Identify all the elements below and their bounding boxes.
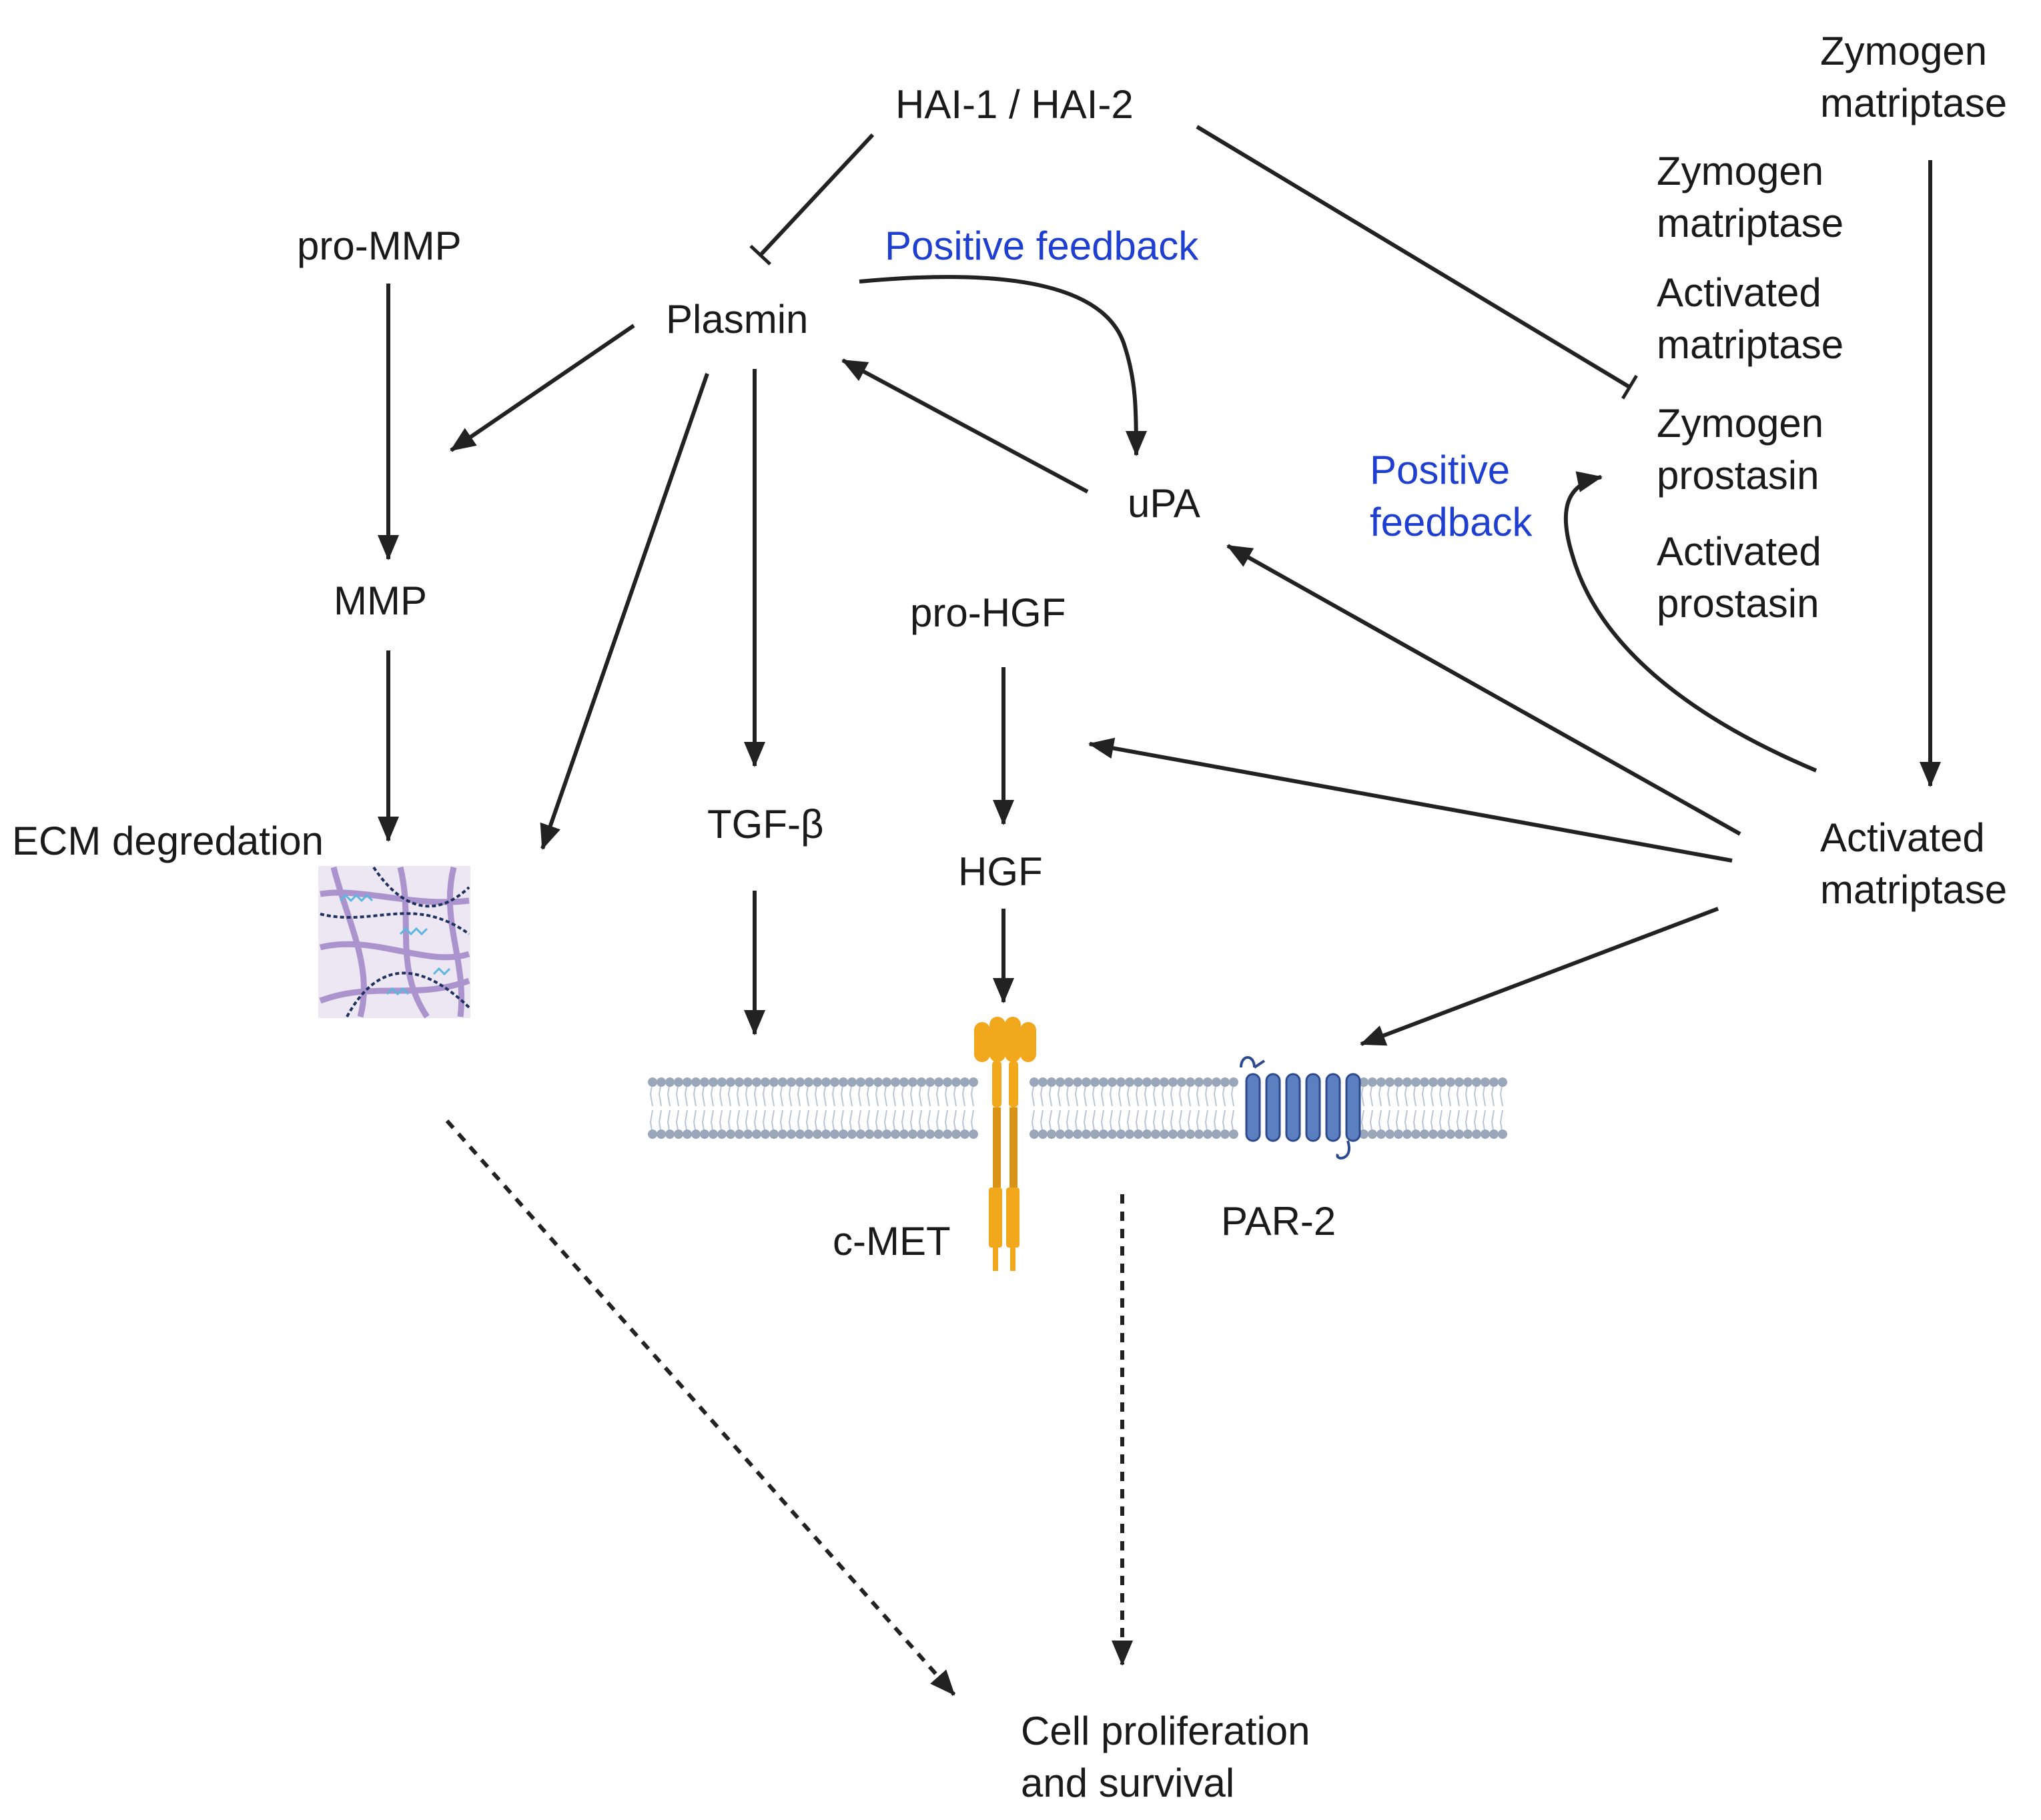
label-zymogen-matriptase-top: Zymogen matriptase xyxy=(1820,25,2007,129)
label-line: Activated xyxy=(1820,815,1985,860)
label-line: Zymogen xyxy=(1820,29,1988,73)
label-pro-mmp: pro-MMP xyxy=(297,223,462,268)
label-hai: HAI-1 / HAI-2 xyxy=(895,82,1134,127)
legend-activated-prostasin: Activated prostasin xyxy=(1657,526,1821,630)
label-positive-feedback-1: Positive feedback xyxy=(885,223,1199,268)
label-line: prostasin xyxy=(1657,453,1819,498)
label-line: Zymogen xyxy=(1657,149,1824,193)
arrows xyxy=(378,125,1941,1696)
label-par2: PAR-2 xyxy=(1221,1199,1336,1244)
label-c-met: c-MET xyxy=(833,1219,951,1264)
label-cell-proliferation: Cell proliferation and survival xyxy=(1021,1705,1310,1809)
legend-zymogen-matriptase: Zymogen matriptase xyxy=(1657,145,1844,250)
arrow-matriptase-feedback-prostasin xyxy=(1563,471,1817,773)
label-zymogen-prostasin: Zymogen prostasin xyxy=(1657,398,1823,502)
arrow-matriptase-to-prohgf xyxy=(1088,737,1733,863)
arrow-hai-inhibits-prostasin xyxy=(1196,125,1638,400)
arrow-matriptase-to-par2 xyxy=(1360,907,1719,1046)
legend-activated-matriptase: Activated matriptase xyxy=(1657,267,1844,371)
label-mmp: MMP xyxy=(334,578,427,623)
label-line: Activated xyxy=(1657,270,1821,315)
arrow-matriptase-to-upa xyxy=(1226,544,1741,836)
par2-receptor-icon xyxy=(1240,1056,1361,1160)
ecm-fibers-icon xyxy=(318,866,470,1019)
label-positive-feedback-2: Positive feedback xyxy=(1370,444,1533,548)
arrow-hai-inhibits-plasmin xyxy=(749,133,875,266)
label-line: and survival xyxy=(1021,1761,1235,1805)
label-line: matriptase xyxy=(1820,867,2008,912)
label-line: Activated xyxy=(1657,529,1821,574)
label-hgf: HGF xyxy=(958,849,1043,894)
arrow-plasmin-to-mmp xyxy=(450,324,635,452)
label-plasmin: Plasmin xyxy=(666,297,809,342)
label-line: Zymogen xyxy=(1657,401,1824,446)
arrow-ecm-to-proliferation xyxy=(445,1119,956,1696)
label-activated-matriptase: Activated matriptase xyxy=(1820,812,2007,916)
arrow-plasmin-feedback-upa xyxy=(859,275,1147,456)
label-pro-hgf: pro-HGF xyxy=(910,590,1066,635)
label-tgf-beta: TGF-β xyxy=(707,802,824,847)
cell-membrane-icon xyxy=(648,1077,1507,1139)
label-line: Positive xyxy=(1370,448,1511,492)
label-line: feedback xyxy=(1370,500,1533,544)
label-line: prostasin xyxy=(1657,581,1819,626)
label-ecm-degradation: ECM degredation xyxy=(12,819,324,863)
label-line: matriptase xyxy=(1820,81,2008,125)
arrow-plasmin-to-ecm xyxy=(540,373,709,850)
c-met-receptor-icon xyxy=(974,1017,1036,1271)
label-line: matriptase xyxy=(1657,322,1844,367)
label-upa: uPA xyxy=(1128,481,1200,526)
label-line: matriptase xyxy=(1657,201,1844,246)
arrow-upa-to-plasmin xyxy=(841,358,1089,494)
label-line: Cell proliferation xyxy=(1021,1709,1310,1753)
